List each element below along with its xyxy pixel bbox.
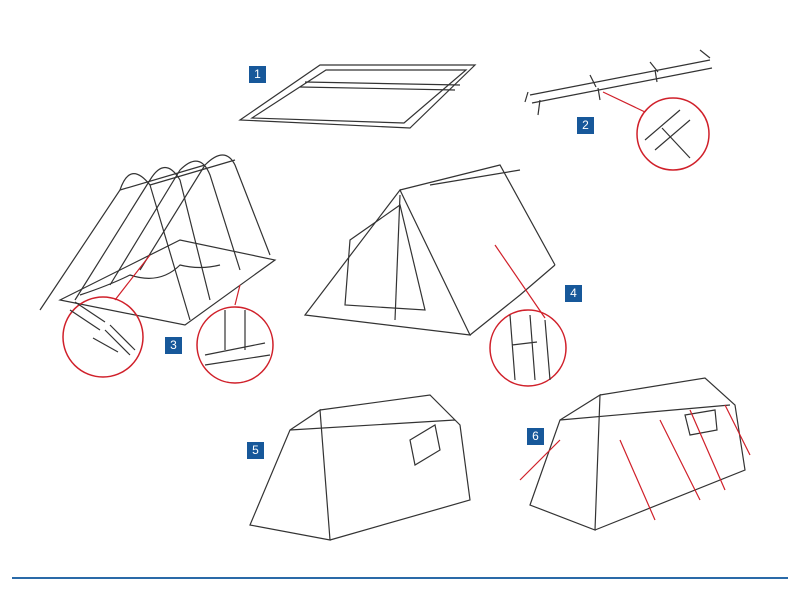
- step5-covered-tent: [249, 394, 471, 541]
- bottom-divider: [12, 577, 788, 579]
- step-3-badge: 3: [165, 337, 182, 354]
- step3-arched-frame: [39, 154, 277, 326]
- step-2-badge: 2: [577, 117, 594, 134]
- step2-pole-connector: [524, 49, 713, 116]
- step6-finished-tent: [519, 377, 751, 531]
- step-1-badge: 1: [249, 66, 266, 83]
- step-4-badge: 4: [565, 285, 582, 302]
- step3-detail-callout-left: [62, 296, 144, 378]
- step2-callout-line: [602, 91, 646, 113]
- step2-detail-callout: [636, 97, 710, 171]
- step4-detail-callout: [489, 309, 567, 387]
- step4-tent-inner: [303, 164, 556, 336]
- step1-floor-frame: [238, 64, 477, 129]
- step-5-badge: 5: [247, 442, 264, 459]
- step-6-badge: 6: [527, 428, 544, 445]
- step3-detail-callout-right: [196, 306, 274, 384]
